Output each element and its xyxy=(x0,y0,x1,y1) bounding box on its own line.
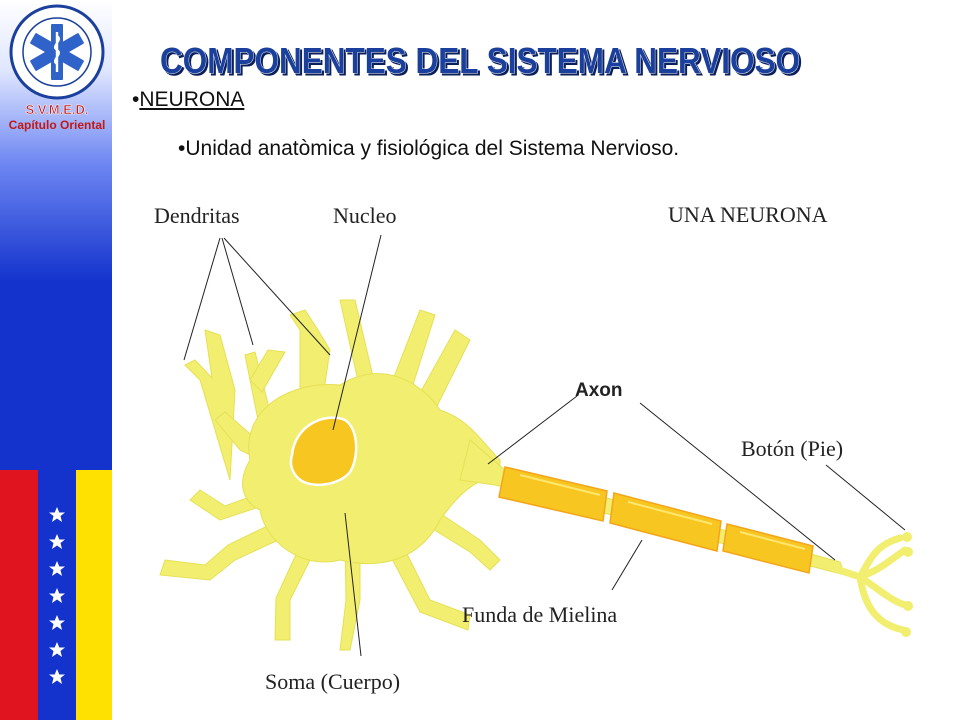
star-of-life-icon xyxy=(30,24,84,80)
title-text: COMPONENTES DEL SISTEMA NERVIOSO xyxy=(160,40,800,81)
label-boton: Botón (Pie) xyxy=(741,436,843,461)
label-funda-de-mielina: Funda de Mielina xyxy=(462,602,617,627)
logo-org-text: S.V.M.E.D. xyxy=(25,102,88,117)
bullet-neurona-text: NEURONA xyxy=(139,88,245,111)
axon-terminal xyxy=(826,534,909,634)
bullet-neurona: •NEURONA xyxy=(132,88,245,111)
label-nucleo: Nucleo xyxy=(333,203,397,228)
label-soma: Soma (Cuerpo) xyxy=(265,669,400,694)
myelin-sheath xyxy=(498,466,814,574)
terminal-knobs xyxy=(901,532,913,637)
bullet-definition-text: Unidad anatòmica y fisiológica del Siste… xyxy=(185,137,680,160)
star-icons xyxy=(49,507,65,684)
label-leader-lines xyxy=(183,234,906,657)
neuron-nucleus xyxy=(289,416,358,487)
neuron-diagram: Dendritas Nucleo UNA NEURONA Axon Botón … xyxy=(154,202,913,694)
logo-chapter-text: Capítulo Oriental xyxy=(9,118,106,132)
bullet-definition: •Unidad anatòmica y fisiológica del Sist… xyxy=(178,137,680,160)
neuron-soma xyxy=(159,299,501,651)
page-title: COMPONENTES DEL SISTEMA NERVIOSO xyxy=(160,40,801,82)
diagram-heading: UNA NEURONA xyxy=(668,202,828,227)
svmed-logo: S.V.M.E.D. Capítulo Oriental xyxy=(9,4,106,132)
label-axon: Axon xyxy=(575,380,623,401)
label-dendritas: Dendritas xyxy=(154,203,240,228)
